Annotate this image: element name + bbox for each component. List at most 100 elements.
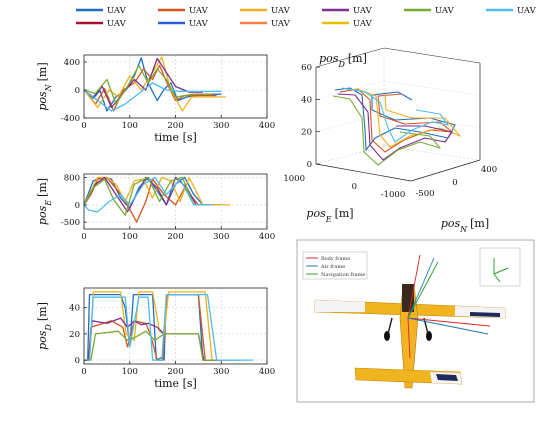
legend-item: UAV <box>158 19 209 29</box>
n-axis-label-sub: N <box>459 225 468 234</box>
e-axis-label: posE[m] <box>306 207 353 224</box>
series-line <box>84 176 213 213</box>
y-tick-label: 800 <box>64 173 80 183</box>
legend-label: UAV <box>517 6 537 16</box>
landing-gear <box>387 317 429 335</box>
z-tick-label: 0 <box>307 160 312 170</box>
y-axis-label: posE[m] <box>36 178 53 225</box>
x-tick-label: 100 <box>122 232 138 242</box>
y-tick-label: 0 <box>75 356 80 366</box>
n-tick-label: 0 <box>452 178 457 188</box>
series-line <box>84 330 217 361</box>
y-tick-label: 40 <box>69 304 80 314</box>
x-tick-label: 400 <box>259 121 275 131</box>
y-tick-label: 20 <box>69 330 80 340</box>
series-group <box>84 56 226 112</box>
y-tick-label: 0 <box>75 201 80 211</box>
series-line <box>84 176 213 216</box>
y-axis-label: posD[m] <box>36 302 53 350</box>
axis-line <box>315 163 412 182</box>
y-label-main: pos <box>36 91 49 111</box>
engine-shape <box>402 284 414 312</box>
air-frame-y-arrow <box>407 317 489 335</box>
x-tick-label: 400 <box>259 232 275 242</box>
z-axis-label-unit: [m] <box>348 52 367 65</box>
legend-label: UAV <box>189 19 209 29</box>
series-line <box>84 293 254 361</box>
z-axis-label-sub: D <box>337 60 345 69</box>
y-label-sub: N <box>44 83 53 92</box>
panel-3d: 0204060-5000400-100001000posD[m]posN[m]p… <box>283 47 497 234</box>
grid-line <box>383 113 481 128</box>
series-group <box>84 176 231 223</box>
grid-line <box>383 81 481 96</box>
z-tick-label: 20 <box>301 128 312 138</box>
x-tick-label: 100 <box>122 121 138 131</box>
y-tick-label: -400 <box>61 114 80 124</box>
y-label-unit: [m] <box>36 178 49 197</box>
legend-label: UAV <box>353 19 373 29</box>
illustration-legend-label: Air frame <box>320 264 345 270</box>
triad-axis <box>493 273 501 283</box>
x-tick-label: 200 <box>167 121 183 131</box>
y-tick-label: -500 <box>61 218 80 228</box>
wheel-right <box>426 331 432 341</box>
legend-item: UAV <box>486 6 537 16</box>
y-tick-label: 400 <box>64 58 80 68</box>
n-axis-label-unit: [m] <box>470 217 489 230</box>
series-line <box>84 176 217 223</box>
legend-item: UAV <box>404 6 455 16</box>
x-tick-label: 300 <box>213 232 229 242</box>
series-line <box>84 64 213 105</box>
series-group <box>84 291 254 361</box>
body-frame-x-arrow <box>407 254 421 319</box>
x-tick-label: 0 <box>81 121 86 131</box>
e-axis-label-main: pos <box>306 207 326 220</box>
x-tick-label: 0 <box>81 367 86 377</box>
series-line <box>84 57 203 109</box>
y-label-main: pos <box>36 205 49 225</box>
legend-label: UAV <box>107 6 127 16</box>
series-line <box>84 293 240 361</box>
e-axis-label-sub: E <box>325 215 332 224</box>
trajectory-line <box>341 87 449 143</box>
series-line <box>84 291 231 361</box>
y-label-sub: D <box>44 324 53 332</box>
y-axis-label: posN [m] <box>36 62 53 110</box>
e-tick-label: 0 <box>352 182 357 192</box>
e-tick-label: -1000 <box>381 190 406 200</box>
legend-item: UAV <box>158 6 209 16</box>
series-line <box>84 176 231 206</box>
wing-stripe <box>470 312 500 317</box>
x-tick-label: 400 <box>259 367 275 377</box>
axis-line <box>383 47 481 64</box>
y-label-unit: [m] <box>36 62 49 81</box>
air-frame-x-arrow <box>407 257 435 319</box>
series-line <box>84 57 222 112</box>
grid-line <box>315 113 385 132</box>
trajectory-line <box>332 95 441 166</box>
x-tick-label: 0 <box>81 232 86 242</box>
trajectory-line <box>344 88 461 148</box>
grid-line <box>383 145 481 161</box>
z-axis-label-main: pos <box>319 52 339 65</box>
legend-item: UAV <box>322 6 373 16</box>
trajectory-line <box>337 93 453 161</box>
e-tick-label: 1000 <box>283 174 305 184</box>
n-axis-label: posN[m] <box>441 217 489 234</box>
z-tick-label: 40 <box>301 95 312 105</box>
illustration-legend-label: Navigation frame <box>321 272 365 278</box>
legend-label: UAV <box>189 6 209 16</box>
navigation-frame-arrow <box>407 261 439 319</box>
legend-item: UAV <box>322 19 373 29</box>
x-tick-label: 100 <box>122 367 138 377</box>
legend-item: UAV <box>76 6 127 16</box>
y-label-main: pos <box>36 330 49 350</box>
z-tick-label: 60 <box>301 63 312 73</box>
legend-item: UAV <box>76 19 127 29</box>
